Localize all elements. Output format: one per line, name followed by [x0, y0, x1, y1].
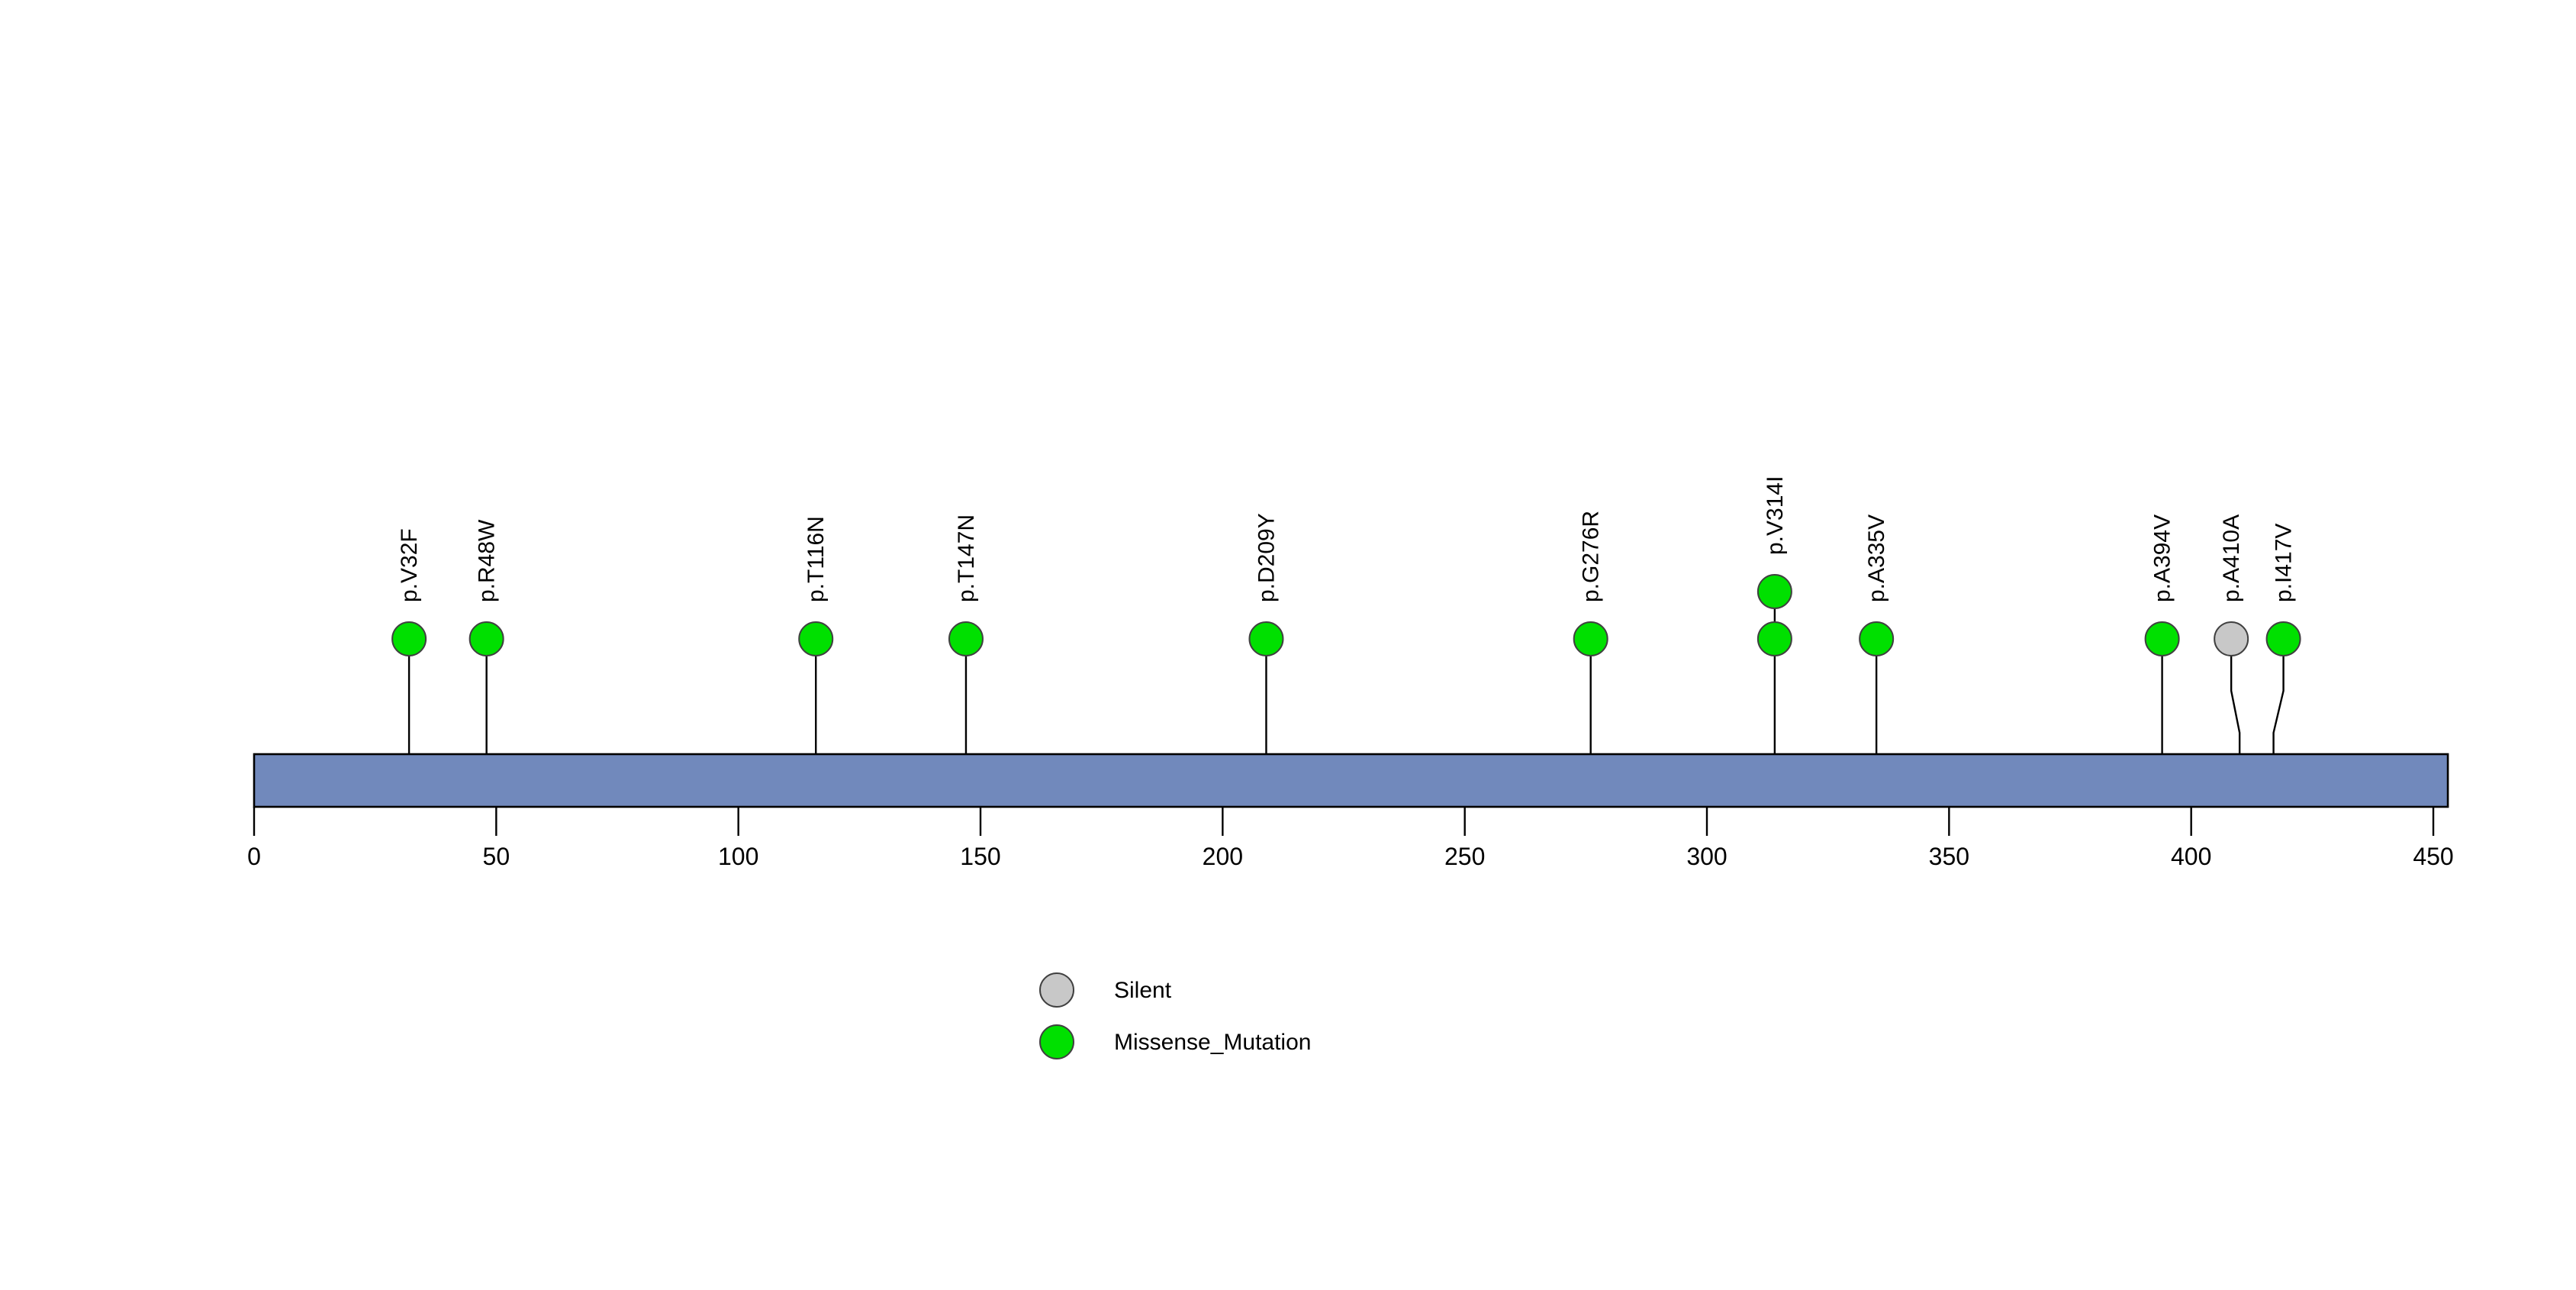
axis-tick-label: 300	[1686, 843, 1727, 870]
mutation-label: p.I417V	[2272, 524, 2297, 602]
protein-backbone-bar[interactable]	[253, 753, 2449, 808]
mutation-label: p.D209Y	[1254, 513, 1279, 602]
axis-layer: 0 50 100 150 200 250 300 350 400 450	[247, 807, 2454, 870]
lollipop-head[interactable]	[2214, 621, 2249, 656]
mutation-label: p.V314I	[1763, 476, 1788, 555]
lollipop-head[interactable]	[469, 621, 504, 656]
mutation-labels-layer: p.V32F p.R48W p.T116N p.T147N p.D209Y p.G276R…	[397, 476, 2296, 602]
legend-swatch[interactable]	[1039, 1024, 1074, 1059]
lollipop-head[interactable]	[1248, 621, 1284, 656]
axis-tick-label: 50	[483, 843, 510, 870]
mutation-label: p.T116N	[803, 516, 829, 602]
axis-tick-label: 400	[2171, 843, 2211, 870]
legend-label: Silent	[1114, 978, 1172, 1003]
lollipop-heads-layer	[391, 574, 2301, 656]
mutation-label: p.T147N	[954, 514, 979, 602]
axis-tick-label: 0	[247, 843, 261, 870]
protein-bar-layer	[253, 753, 2449, 808]
lollipop-head[interactable]	[2265, 621, 2301, 656]
axis-tick-label: 200	[1203, 843, 1243, 870]
axis-tick-label: 150	[960, 843, 1000, 870]
axis-tick-label: 350	[1929, 843, 1969, 870]
axis-tick-label: 450	[2413, 843, 2453, 870]
lollipop-head[interactable]	[1757, 574, 1792, 609]
mutation-label: p.R48W	[475, 519, 500, 602]
legend-label: Missense_Mutation	[1114, 1030, 1311, 1055]
lollipop-head[interactable]	[948, 621, 984, 656]
mutation-label: p.A335V	[1864, 514, 1889, 602]
axis-tick-label: 250	[1444, 843, 1485, 870]
lollipop-head[interactable]	[1757, 621, 1792, 656]
mutation-label: p.G276R	[1579, 511, 1604, 602]
mutation-label: p.V32F	[397, 528, 422, 602]
lollipop-head[interactable]	[798, 621, 834, 656]
lollipop-head[interactable]	[1859, 621, 1895, 656]
axis-tick-label: 100	[718, 843, 758, 870]
mutation-label: p.A410A	[2219, 514, 2244, 602]
lollipop-head[interactable]	[2144, 621, 2180, 656]
mutation-label: p.A394V	[2150, 514, 2175, 602]
lollipop-head[interactable]	[1573, 621, 1608, 656]
legend-swatch[interactable]	[1039, 972, 1074, 1008]
lollipop-head[interactable]	[391, 621, 427, 656]
